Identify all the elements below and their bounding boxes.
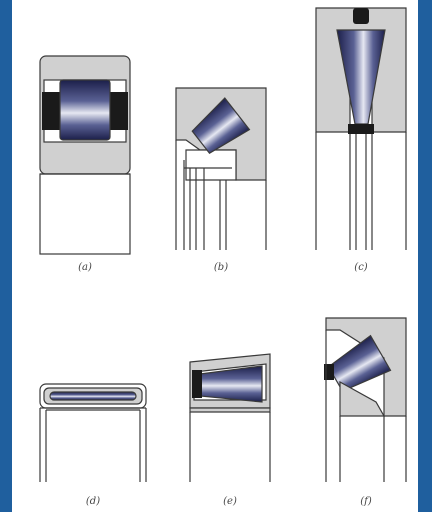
caption-a: (a) [78, 262, 92, 273]
bearing-f [324, 317, 407, 482]
separator-f [324, 364, 334, 380]
caption-d: (d) [85, 496, 101, 507]
caption-c: (c) [354, 262, 368, 273]
outer-race-f [325, 317, 407, 417]
roller-a [59, 79, 111, 141]
bearing-d [39, 383, 147, 482]
bore-a [39, 173, 131, 255]
needle-roller-d [49, 391, 137, 401]
separator-c [353, 8, 369, 24]
separator-right-a [108, 92, 128, 130]
separator-e [192, 370, 202, 398]
bearing-e [189, 353, 271, 482]
caption-b: (b) [213, 262, 229, 273]
roller-f [327, 334, 392, 392]
bearing-a [39, 55, 131, 255]
caption-f: (f) [360, 496, 372, 507]
bearing-b [175, 87, 267, 250]
roller-b [191, 97, 251, 154]
separator-left-a [42, 92, 62, 130]
bearing-c [315, 7, 407, 250]
caption-e: (e) [223, 496, 237, 507]
